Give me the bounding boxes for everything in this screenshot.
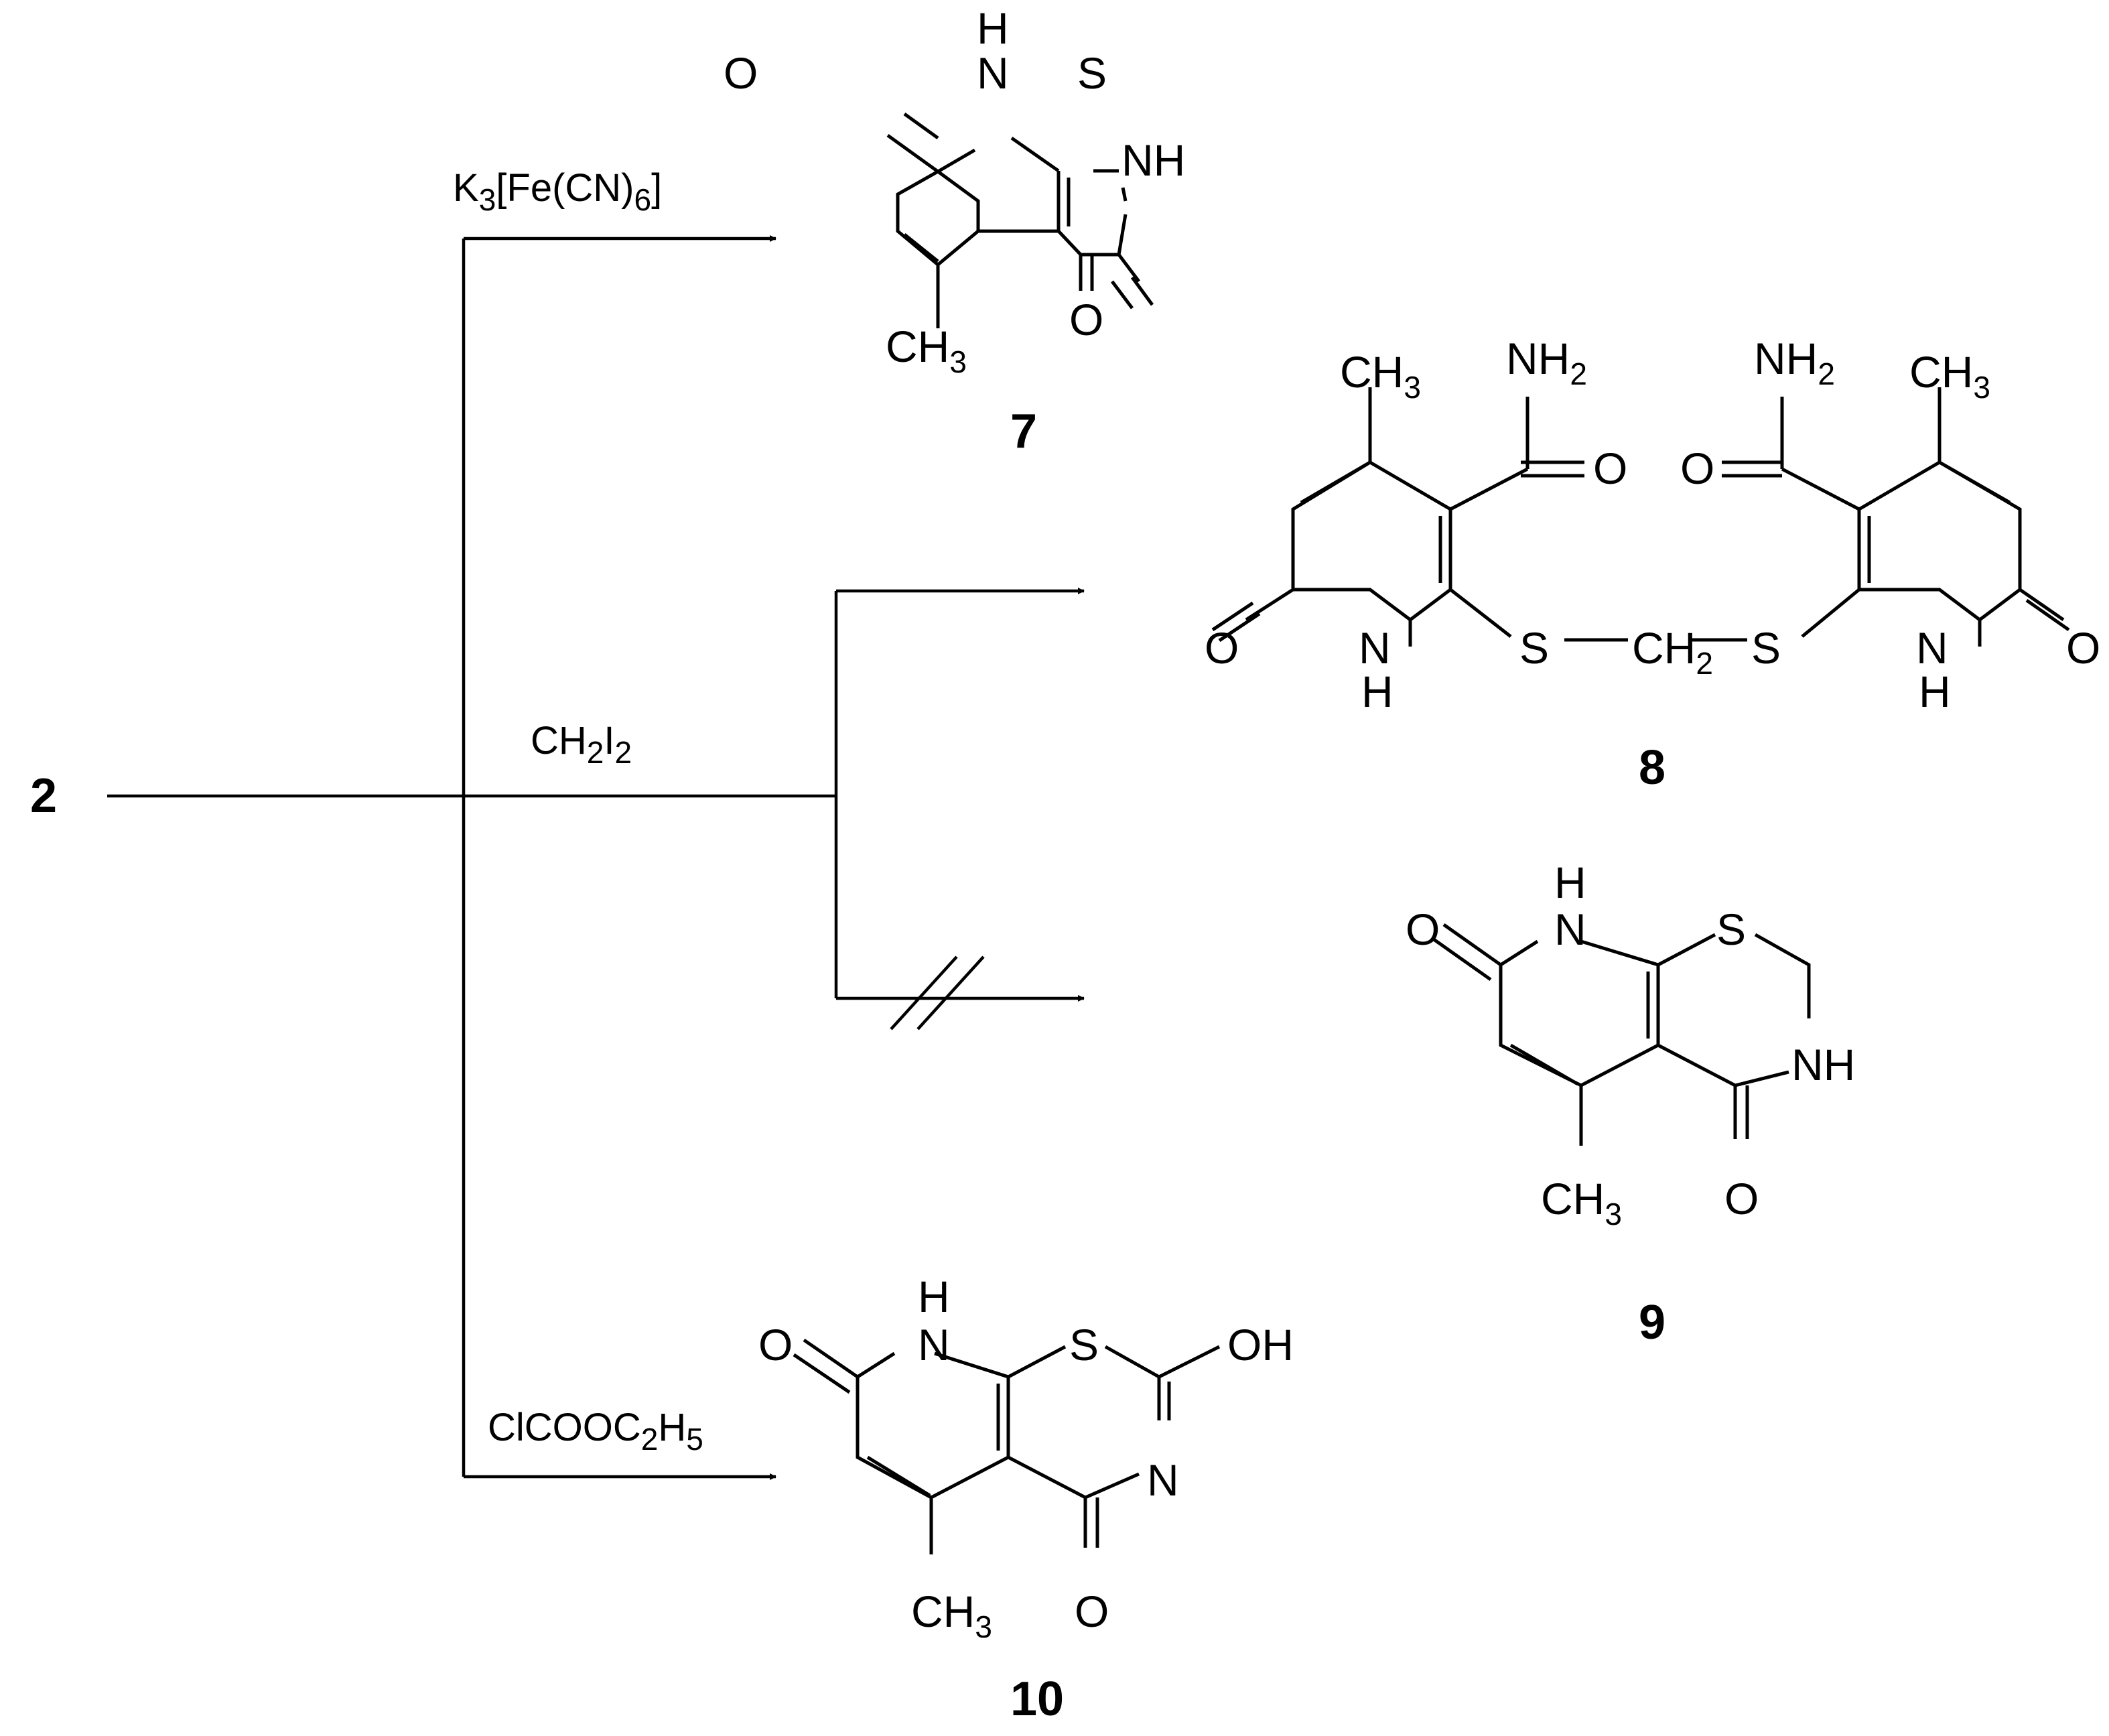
c7-atom-O: O [724,48,758,98]
c10-atom-S: S [1069,1320,1099,1370]
c7-atom-S: S [1077,48,1107,98]
c9-atom-O2: O [1724,1174,1759,1223]
c8-left-ring-O: O [1205,623,1239,673]
c10-atom-O2: O [1075,1587,1109,1636]
c9-methyl: CH3 [1541,1174,1622,1231]
c9-atom-O: O [1406,905,1440,954]
compound-8-label: 8 [1639,741,1665,795]
c8-right-amide-NH2: NH2 [1754,334,1835,391]
c8-right-S: S [1751,623,1781,673]
c8-left-methyl: CH3 [1340,347,1421,405]
reaction-arrows [107,235,1085,1480]
c8-left-amide-NH2: NH2 [1506,334,1587,391]
c8-right-ring-O: O [2066,623,2100,673]
compound-10-structure [793,1338,1221,1554]
reagent-diiodomethane: CH2I2 [531,719,632,770]
c9-atom-N: N [1554,905,1586,954]
c8-right-ring-N: N [1916,623,1948,673]
compound-8-structure [1211,387,2070,647]
compound-7-structure [886,112,1154,328]
c8-left-ring-H: H [1361,667,1393,716]
c10-methyl: CH3 [911,1587,992,1644]
c8-right-ring-H: H [1919,667,1951,716]
c7-atom-NH: NH [1121,135,1185,185]
c9-atom-S: S [1716,905,1746,954]
compound-7-label: 7 [1010,405,1037,458]
c7-atom-N: N [977,48,1009,98]
c10-atom-O: O [758,1320,793,1370]
starting-material-label: 2 [30,769,57,823]
blocked-mark-2 [916,955,985,1030]
compound-9-structure [1432,923,1811,1146]
compound-10-label: 10 [1010,1672,1064,1726]
c8-left-amide-O: O [1593,444,1627,493]
c10-atom-N2: N [1147,1455,1179,1505]
blocked-mark-1 [890,955,958,1030]
c8-left-S: S [1519,623,1549,673]
c7-atom-H: H [977,3,1009,53]
c10-atom-OH: OH [1227,1320,1294,1370]
c10-atom-H: H [918,1272,950,1321]
c7-methyl: CH3 [886,322,967,379]
c9-atom-NH: NH [1791,1040,1855,1089]
c8-left-ring-N: N [1359,623,1391,673]
c7-atom-O2: O [1069,295,1103,344]
c10-atom-N: N [918,1320,950,1370]
c8-CH2-linker: CH2 [1632,623,1713,681]
reagent-ethyl-chloroformate: ClCOOC2H5 [488,1406,703,1457]
reagent-ferricyanide: K3[Fe(CN)6] [453,166,662,217]
c8-right-methyl: CH3 [1909,347,1990,405]
c9-atom-H: H [1554,858,1586,907]
c8-right-amide-O: O [1680,444,1714,493]
compound-9-label: 9 [1639,1296,1665,1349]
